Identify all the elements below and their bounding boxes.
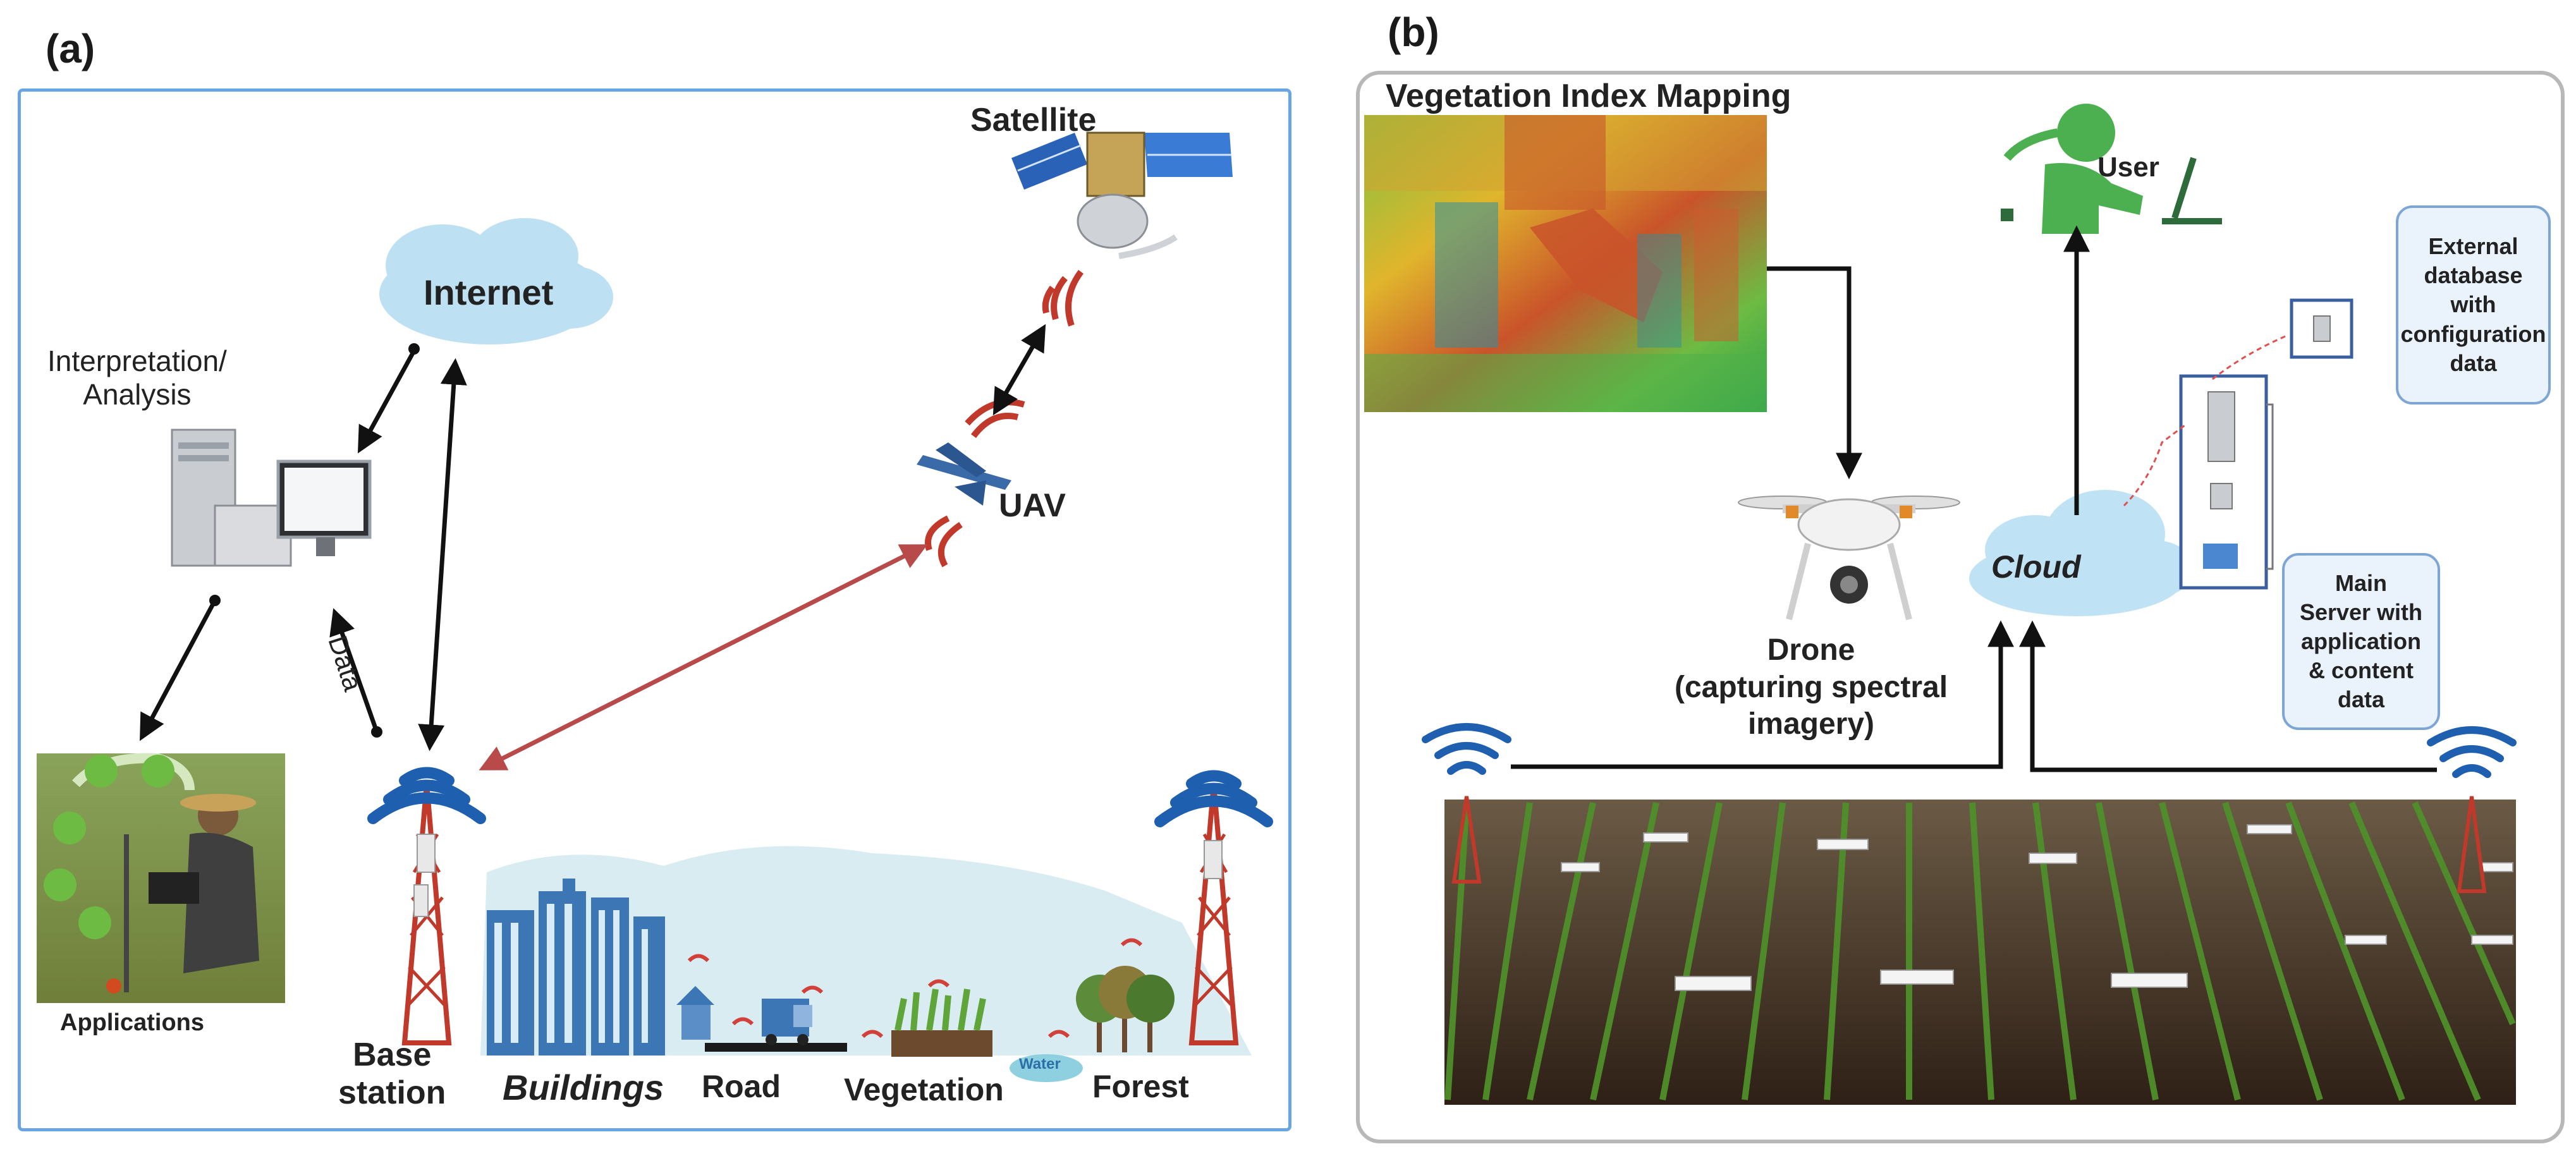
main-server-callout: Main Server with application & content d…	[2282, 553, 2440, 730]
internet-label: Internet	[424, 272, 554, 312]
external-database-callout: External database with configuration dat…	[2396, 205, 2551, 405]
satellite-signal-icon	[1042, 270, 1084, 327]
arrow-internet-computer	[357, 350, 417, 454]
applications-label: Applications	[60, 1009, 205, 1036]
arrow-data	[329, 608, 379, 731]
landscape-hill	[480, 846, 1252, 1056]
ndvi-map	[1364, 115, 1767, 412]
base-station-label: Base station	[338, 1037, 446, 1111]
vegetation-icon	[891, 989, 992, 1057]
arrow-uav-base	[479, 544, 928, 770]
drone-icon	[1738, 496, 1960, 621]
satellite-label: Satellite	[970, 102, 1097, 138]
arrow-satellite-uav	[992, 324, 1046, 416]
water-label: Water	[1019, 1056, 1061, 1073]
forest-wifi-icon	[1154, 770, 1273, 827]
panel-a-arrows	[140, 324, 1046, 770]
internet-cloud-icon	[379, 218, 613, 344]
base-station-wifi-icon	[367, 767, 486, 824]
forest-tower-icon	[1188, 783, 1239, 1045]
interpretation-label: Interpretation/ Analysis	[47, 344, 227, 411]
server-links	[2123, 334, 2289, 507]
buildings-label: Buildings	[503, 1068, 664, 1107]
arrow-computer-applications	[140, 599, 217, 741]
forest-label: Forest	[1092, 1069, 1189, 1104]
field-tower-right-icon	[2427, 726, 2517, 893]
uav-icon	[917, 442, 1011, 506]
computer-icon	[171, 429, 372, 567]
water-icon	[1010, 1054, 1083, 1082]
drone-label: Drone (capturing spectral imagery)	[1674, 633, 1948, 741]
house-icon	[676, 986, 714, 1040]
farmer-photo	[37, 753, 285, 1003]
vegetation-index-mapping-label: Vegetation Index Mapping	[1386, 78, 1792, 114]
vegetation-label: Vegetation	[844, 1072, 1004, 1107]
building-windows	[494, 904, 648, 1043]
panel-a-letter: (a)	[46, 26, 95, 71]
cloud-icon	[1969, 490, 2194, 616]
road-icon	[705, 1043, 847, 1052]
panel-b-arrows	[1511, 225, 2437, 772]
arrow-left-tower-cloud	[1511, 620, 2014, 769]
uav-label: UAV	[999, 487, 1066, 524]
field-tower-left-icon	[1422, 723, 1511, 884]
panel-b-letter: (b)	[1388, 9, 1439, 55]
forest-trees-icon	[1076, 966, 1175, 1052]
landscape-signal-icons	[687, 938, 1143, 1038]
field-sensors	[1561, 824, 2513, 991]
cloud-label: Cloud	[1991, 549, 2081, 585]
user-icon	[2001, 104, 2222, 234]
arrow-internet-base	[418, 358, 467, 751]
field-photo	[1444, 800, 2516, 1105]
truck-icon	[762, 999, 812, 1045]
satellite-icon	[1011, 131, 1233, 259]
arrow-map-drone	[1767, 266, 1862, 480]
arrow-right-tower-cloud	[2019, 620, 2437, 772]
base-station-tower-icon	[401, 783, 452, 1045]
user-label: User	[2097, 152, 2159, 183]
road-label: Road	[702, 1069, 781, 1104]
server-icon	[2179, 298, 2353, 590]
